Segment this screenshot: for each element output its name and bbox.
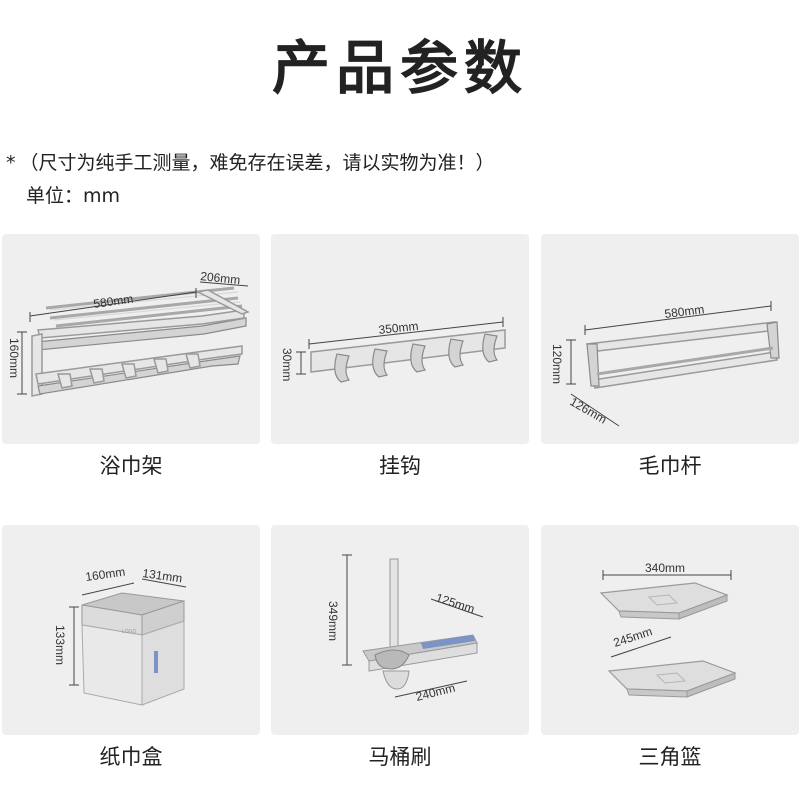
hooks-illustration: 350mm 30mm: [280, 317, 506, 383]
towel-bar-illustration: 580mm 120mm 126mm: [550, 301, 780, 427]
tissue-box-shape: LOGO: [81, 592, 185, 706]
toilet-brush-width-label: 240mm: [414, 681, 456, 704]
towel-rack-dimensions: 580mm 206mm 160mm: [7, 269, 249, 395]
product-card-towel-bar: 580mm 120mm 126mm: [541, 234, 799, 444]
tissue-box-illustration: LOGO 160mm 131mm 133mm: [53, 565, 187, 706]
corner-basket-top-label: 340mm: [645, 561, 685, 575]
toilet-brush-height-label: 349mm: [326, 601, 340, 641]
toilet-brush-illustration: 349mm 125mm 240mm: [326, 554, 484, 704]
hooks-dimensions: 350mm 30mm: [280, 317, 504, 381]
hooks-height-label: 30mm: [280, 348, 294, 381]
towel-rack-height-label: 160mm: [7, 338, 21, 378]
tissue-box-dimensions: 160mm 131mm 133mm: [53, 565, 187, 686]
caption-towel-rack: 浴巾架: [99, 454, 163, 478]
product-card-tissue-box: LOGO 160mm 131mm 133mm: [2, 525, 260, 735]
towel-rack-shape: [31, 286, 250, 397]
caption-tissue-box: 纸巾盒: [99, 745, 163, 769]
page-title: 产品参数: [271, 34, 528, 102]
towel-rack-length-label: 580mm: [92, 292, 134, 311]
caption-hooks: 挂钩: [379, 454, 421, 478]
towel-bar-shape: [586, 321, 780, 389]
tissue-box-width-label: 160mm: [84, 565, 126, 584]
tissue-box-window: [154, 651, 158, 673]
towel-rack-illustration: 580mm 206mm 160mm: [7, 269, 250, 397]
disclaimer-star: *: [6, 152, 16, 174]
corner-basket-illustration: 340mm 245mm: [599, 561, 737, 698]
caption-towel-bar: 毛巾杆: [638, 454, 702, 478]
towel-bar-height-label: 120mm: [550, 344, 564, 384]
product-card-toilet-brush: 349mm 125mm 240mm: [271, 525, 529, 735]
tissue-box-depth-label: 131mm: [142, 566, 184, 585]
towel-bar-length-label: 580mm: [664, 302, 705, 321]
corner-basket-shape: [599, 582, 737, 698]
caption-corner-basket: 三角篮: [638, 745, 702, 769]
unit-note: 单位：mm: [26, 185, 121, 207]
toilet-brush-depth-label: 125mm: [434, 591, 476, 617]
product-card-hooks: 350mm 30mm: [271, 234, 529, 444]
toilet-brush-shape: [362, 558, 478, 690]
product-card-corner-basket: 340mm 245mm: [541, 525, 799, 735]
towel-rack-depth-label: 206mm: [200, 269, 241, 287]
disclaimer-note: *（尺寸为纯手工测量，难免存在误差，请以实物为准！）: [6, 148, 495, 175]
product-card-towel-rack: 580mm 206mm 160mm: [2, 234, 260, 444]
hooks-shape: [310, 329, 506, 383]
tissue-box-height-label: 133mm: [53, 625, 67, 665]
tissue-box-logo: LOGO: [122, 629, 137, 635]
disclaimer-text: （尺寸为纯手工测量，难免存在误差，请以实物为准！）: [19, 152, 495, 174]
towel-bar-depth-label: 126mm: [568, 394, 610, 426]
corner-basket-side-label: 245mm: [612, 624, 654, 650]
hooks-length-label: 350mm: [378, 319, 419, 337]
caption-toilet-brush: 马桶刷: [368, 745, 432, 769]
